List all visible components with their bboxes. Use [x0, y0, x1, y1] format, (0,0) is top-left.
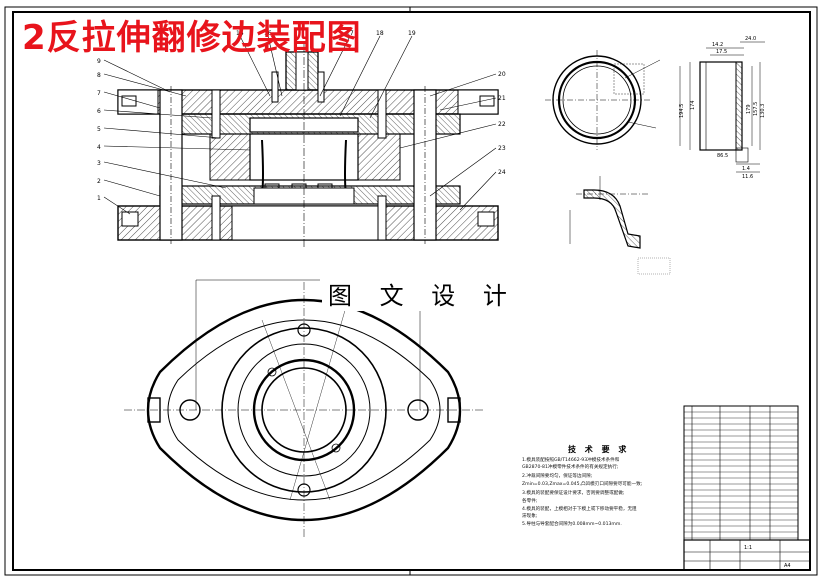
svg-text:174: 174	[690, 100, 696, 110]
ring-part-view	[545, 50, 661, 150]
part-number-labels: 9 8 7 6 5 4 3 2 1 15 16 17 18 19 20 21 2…	[97, 30, 506, 202]
svg-text:7: 7	[97, 90, 101, 97]
technical-note: 4.模具的装配，上模相对于下模上或下移动要平稳，无阻	[522, 507, 637, 512]
parts-list-rows	[684, 411, 798, 539]
technical-note: 滞现象;	[522, 514, 538, 519]
svg-text:179: 179	[746, 104, 752, 114]
assembly-section-view	[103, 35, 499, 248]
svg-text:18: 18	[376, 30, 384, 37]
title-block	[683, 539, 811, 571]
svg-text:5: 5	[97, 126, 101, 133]
svg-text:86.5: 86.5	[717, 153, 728, 159]
sheet-border	[4, 6, 818, 576]
svg-text:9: 9	[97, 58, 101, 65]
svg-text:17.5: 17.5	[716, 49, 727, 55]
svg-text:16: 16	[264, 30, 272, 37]
technical-note: GB2870-81冲模零件技术条件的有关规定执行;	[522, 465, 619, 470]
technical-note: 5.导柱与导套配合间隙为0.008mm~0.013mm.	[522, 522, 622, 527]
svg-text:14.2: 14.2	[712, 42, 723, 48]
svg-text:1: 1	[97, 195, 101, 202]
svg-text:15: 15	[236, 30, 244, 37]
svg-text:130.3: 130.3	[760, 104, 766, 118]
svg-text:19: 19	[408, 30, 416, 37]
svg-text:21: 21	[498, 95, 506, 102]
svg-text:6: 6	[97, 108, 101, 115]
drawing-title: 2反拉伸翻修边装配图	[22, 18, 362, 58]
technical-note: 2.冲裁间隙要均匀，保证等边间隙;	[522, 474, 593, 479]
svg-text:24.0: 24.0	[745, 36, 756, 42]
technical-note: 各零件;	[522, 499, 538, 504]
ring-section-view	[679, 41, 765, 173]
svg-text:194.5: 194.5	[679, 104, 685, 118]
svg-text:4: 4	[97, 144, 101, 151]
dimension-labels: 24.0 14.2 17.5 194.5 174 179 157.5 130.3…	[679, 36, 766, 180]
svg-text:3: 3	[97, 160, 101, 167]
svg-text:A4: A4	[784, 563, 791, 569]
svg-text:17: 17	[346, 30, 354, 37]
svg-text:157.5: 157.5	[753, 102, 759, 116]
svg-text:2: 2	[97, 178, 101, 185]
flange-profile-view	[569, 176, 671, 275]
technical-note: 1.模具装配按照GB/T14662-93冲模技术条件和	[522, 458, 620, 463]
plan-view	[124, 276, 484, 538]
watermark-text: 图 文 设 计	[322, 276, 523, 311]
title-block-text: 1:1 A4	[744, 545, 791, 569]
technical-note: 3.模具的装配要保证设计要求，否则要调整或配做;	[522, 491, 625, 496]
svg-text:24: 24	[498, 169, 506, 176]
svg-text:11.6: 11.6	[742, 174, 753, 180]
svg-text:23: 23	[498, 145, 506, 152]
technical-note: Zmin=0.03,Zmax=0.045,凸凹模刃口间隙要尽可能一致;	[522, 482, 643, 487]
svg-text:20: 20	[498, 71, 506, 78]
svg-text:22: 22	[498, 121, 506, 128]
svg-text:1:1: 1:1	[744, 545, 752, 551]
svg-text:1.4: 1.4	[742, 166, 750, 172]
svg-text:8: 8	[97, 72, 101, 79]
technical-requirements-heading: 技 术 要 求	[568, 445, 630, 454]
